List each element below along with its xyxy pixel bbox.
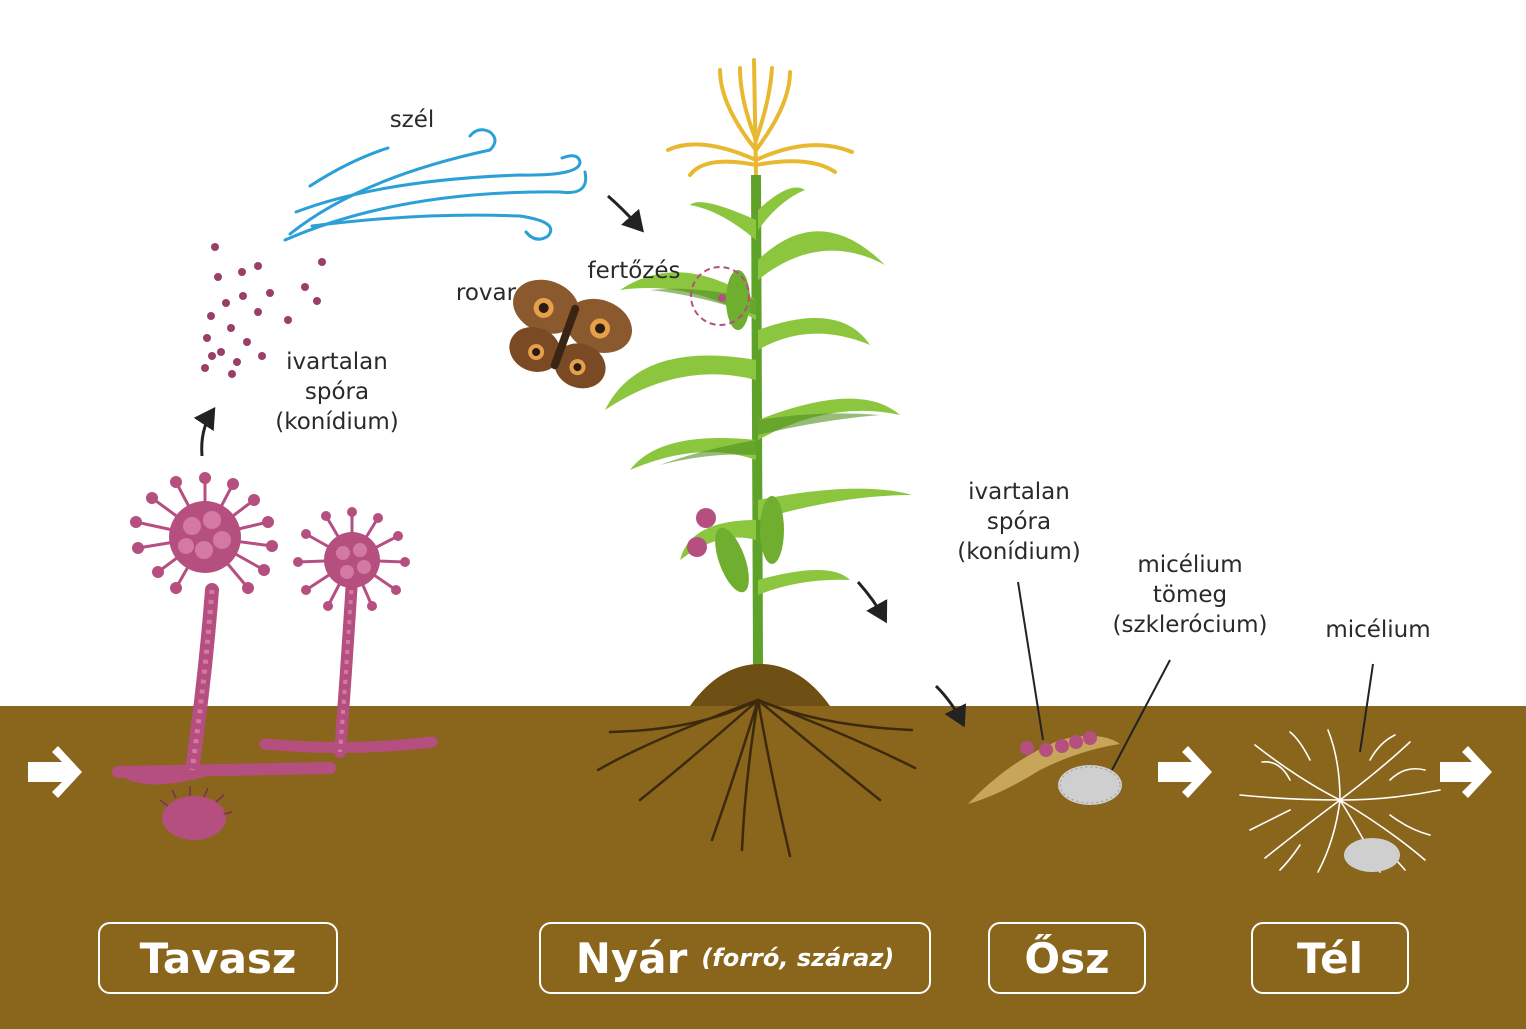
wind-label: szél — [384, 105, 440, 135]
season-winter-label: Tél — [1297, 934, 1363, 983]
season-summer-note: (forró, száraz) — [701, 944, 894, 972]
sclerotium-label-line: tömeg — [1100, 580, 1280, 610]
spore-label-line: (konídium) — [944, 537, 1094, 567]
spore-label-line: (konídium) — [262, 407, 412, 437]
season-autumn: Ősz — [988, 922, 1146, 994]
infection-label: fertőzés — [578, 256, 690, 286]
season-summer: Nyár (forró, száraz) — [539, 922, 931, 994]
season-summer-label: Nyár — [576, 934, 688, 983]
sclerotium-icon — [1058, 765, 1122, 805]
mycelium-label: micélium — [1310, 615, 1446, 645]
sclerotium-icon — [1344, 838, 1400, 872]
spore-label-line: spóra — [944, 507, 1094, 537]
season-spring-label: Tavasz — [140, 934, 297, 983]
spore-label-line: ivartalan — [944, 477, 1094, 507]
sclerotium-label-line: (szklerócium) — [1100, 610, 1280, 640]
insect-label: rovar — [450, 278, 522, 308]
spore-label-line: ivartalan — [262, 347, 412, 377]
sclerotium-label-line: micélium — [1100, 550, 1280, 580]
wind-icon — [285, 130, 586, 240]
curved-arrow-icon — [608, 196, 640, 228]
sclerotium-label: micélium tömeg (szklerócium) — [1100, 550, 1280, 640]
season-autumn-label: Ősz — [1024, 934, 1109, 983]
season-winter: Tél — [1251, 922, 1409, 994]
curved-arrow-icon — [202, 412, 212, 456]
spore-label-line: spóra — [262, 377, 412, 407]
spore-label-right: ivartalan spóra (konídium) — [944, 477, 1094, 567]
spore-label-left: ivartalan spóra (konídium) — [262, 347, 412, 437]
season-spring: Tavasz — [98, 922, 338, 994]
curved-arrow-icon — [858, 582, 884, 618]
